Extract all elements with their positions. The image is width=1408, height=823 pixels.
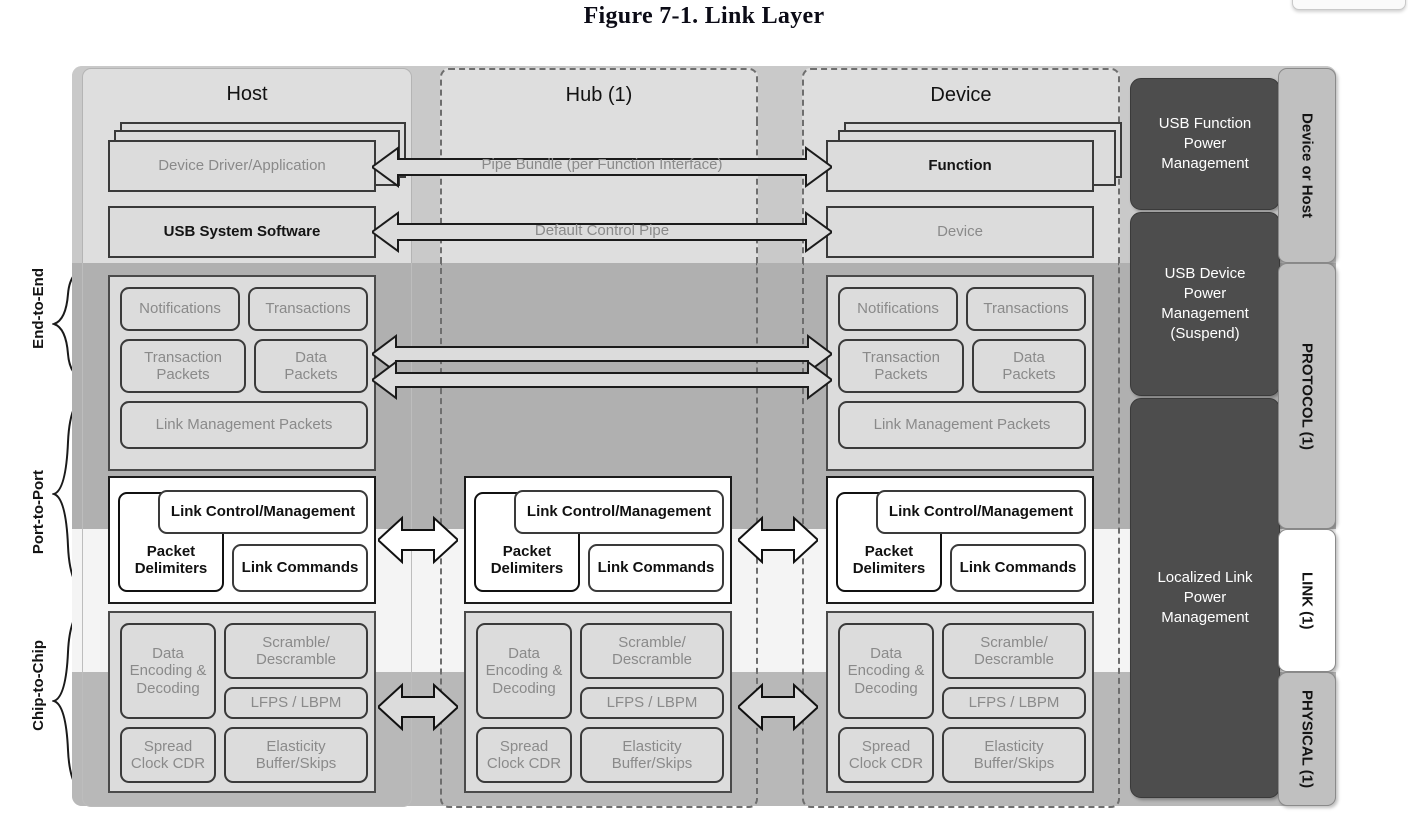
host-lfps-lbpm[interactable]: LFPS / LBPM (224, 687, 368, 719)
host-packet-delimiters-label: Packet Delimiters (134, 542, 208, 577)
device-elasticity-buffer-skips[interactable]: Elasticity Buffer/Skips (942, 727, 1086, 783)
pm-localized-link-power-management[interactable]: Localized Link Power Management (1130, 398, 1280, 798)
arrow-physical-host-hub (378, 681, 458, 733)
hub-elasticity-buffer-skips[interactable]: Elasticity Buffer/Skips (580, 727, 724, 783)
arrow-pipe-bundle (372, 142, 832, 192)
brace-end-to-end (52, 264, 98, 384)
right-tab-device-or-host[interactable]: Device or Host (1278, 68, 1336, 263)
host-device-driver-application[interactable]: Device Driver/Application (108, 140, 376, 192)
arrow-physical-hub-device (738, 681, 818, 733)
right-tab-device-or-host-label: Device or Host (1298, 112, 1316, 219)
hub-lfps-lbpm[interactable]: LFPS / LBPM (580, 687, 724, 719)
host-data-encoding-label: Data Encoding & Decoding (129, 645, 207, 697)
right-tab-physical[interactable]: PHYSICAL (1) (1278, 672, 1336, 806)
page-title: Figure 7-1. Link Layer (583, 3, 825, 29)
hub-scramble-descramble[interactable]: Scramble/ Descramble (580, 623, 724, 679)
right-tab-link-label: LINK (1) (1298, 571, 1316, 630)
arrow-link-host-hub (378, 514, 458, 566)
right-tab-protocol-label: PROTOCOL (1) (1298, 342, 1316, 450)
right-tab-physical-label: PHYSICAL (1) (1298, 689, 1316, 789)
pm-device-label: USB Device Power Management (Suspend) (1161, 264, 1249, 343)
device-data-packets[interactable]: Data Packets (972, 339, 1086, 393)
device-scramble-descramble[interactable]: Scramble/ Descramble (942, 623, 1086, 679)
device-notifications[interactable]: Notifications (838, 287, 958, 331)
pm-usb-function-power-management[interactable]: USB Function Power Management (1130, 78, 1280, 210)
host-link-commands[interactable]: Link Commands (232, 544, 368, 592)
host-data-packets[interactable]: Data Packets (254, 339, 368, 393)
host-scramble-descramble[interactable]: Scramble/ Descramble (224, 623, 368, 679)
host-link-control-management[interactable]: Link Control/Management (158, 490, 368, 534)
host-transactions[interactable]: Transactions (248, 287, 368, 331)
device-link-management-packets[interactable]: Link Management Packets (838, 401, 1086, 449)
device-data-encoding-label: Data Encoding & Decoding (847, 645, 925, 697)
hub-elasticity-label: Elasticity Buffer/Skips (611, 737, 693, 772)
brace-chip-to-chip (52, 602, 98, 800)
device-elasticity-label: Elasticity Buffer/Skips (973, 737, 1055, 772)
device-transaction-packets-label: Transaction Packets (862, 348, 940, 383)
device-transaction-packets[interactable]: Transaction Packets (838, 339, 964, 393)
host-link-management-packets[interactable]: Link Management Packets (120, 401, 368, 449)
hub-data-encoding-label: Data Encoding & Decoding (485, 645, 563, 697)
corner-widget[interactable] (1292, 0, 1406, 10)
hub-scramble-label: Scramble/ Descramble (611, 633, 693, 668)
arrow-protocol-lower (372, 358, 832, 402)
device-spread-clock-label: Spread Clock CDR (848, 737, 924, 772)
arrow-default-control-pipe-label: Default Control Pipe (534, 222, 670, 239)
device-transactions[interactable]: Transactions (966, 287, 1086, 331)
host-data-packets-label: Data Packets (284, 348, 338, 383)
right-tab-protocol[interactable]: PROTOCOL (1) (1278, 263, 1336, 529)
host-notifications[interactable]: Notifications (120, 287, 240, 331)
arrow-pipe-bundle-label: Pipe Bundle (per Function Interface) (481, 156, 723, 173)
hub-packet-delimiters-label: Packet Delimiters (490, 542, 564, 577)
pm-usb-device-power-management[interactable]: USB Device Power Management (Suspend) (1130, 212, 1280, 396)
column-hub-title: Hub (1) (440, 68, 758, 124)
host-elasticity-label: Elasticity Buffer/Skips (255, 737, 337, 772)
host-usb-system-software[interactable]: USB System Software (108, 206, 376, 258)
device-scramble-label: Scramble/ Descramble (973, 633, 1055, 668)
device-function[interactable]: Function (826, 140, 1094, 192)
device-data-packets-label: Data Packets (1002, 348, 1056, 383)
device-link-control-management[interactable]: Link Control/Management (876, 490, 1086, 534)
pm-link-label: Localized Link Power Management (1157, 568, 1253, 627)
host-elasticity-buffer-skips[interactable]: Elasticity Buffer/Skips (224, 727, 368, 783)
device-link-container: Packet Delimiters Link Control/Managemen… (826, 476, 1094, 604)
right-tab-link[interactable]: LINK (1) (1278, 529, 1336, 672)
hub-spread-clock-label: Spread Clock CDR (486, 737, 562, 772)
device-protocol-container: Notifications Transactions Transaction P… (826, 275, 1094, 471)
host-link-container: Packet Delimiters Link Control/Managemen… (108, 476, 376, 604)
device-lfps-lbpm[interactable]: LFPS / LBPM (942, 687, 1086, 719)
device-physical-container: Data Encoding & Decoding Scramble/ Descr… (826, 611, 1094, 793)
host-spread-clock-cdr[interactable]: Spread Clock CDR (120, 727, 216, 783)
column-device-title: Device (802, 68, 1120, 124)
device-link-commands[interactable]: Link Commands (950, 544, 1086, 592)
host-transaction-packets[interactable]: Transaction Packets (120, 339, 246, 393)
host-transaction-packets-label: Transaction Packets (144, 348, 222, 383)
brace-label-chip-to-chip: Chip-to-Chip (29, 640, 47, 731)
arrow-link-hub-device (738, 514, 818, 566)
device-spread-clock-cdr[interactable]: Spread Clock CDR (838, 727, 934, 783)
brace-label-port-to-port: Port-to-Port (29, 470, 47, 555)
hub-spread-clock-cdr[interactable]: Spread Clock CDR (476, 727, 572, 783)
host-scramble-label: Scramble/ Descramble (255, 633, 337, 668)
device-packet-delimiters-label: Packet Delimiters (852, 542, 926, 577)
hub-data-encoding-decoding[interactable]: Data Encoding & Decoding (476, 623, 572, 719)
brace-port-to-port (52, 390, 98, 598)
host-data-encoding-decoding[interactable]: Data Encoding & Decoding (120, 623, 216, 719)
host-physical-container: Data Encoding & Decoding Scramble/ Descr… (108, 611, 376, 793)
host-spread-clock-label: Spread Clock CDR (130, 737, 206, 772)
device-data-encoding-decoding[interactable]: Data Encoding & Decoding (838, 623, 934, 719)
hub-link-control-management[interactable]: Link Control/Management (514, 490, 724, 534)
arrow-default-control-pipe (372, 207, 832, 257)
brace-label-end-to-end: End-to-End (29, 268, 47, 349)
hub-physical-container: Data Encoding & Decoding Scramble/ Descr… (464, 611, 732, 793)
hub-link-container: Packet Delimiters Link Control/Managemen… (464, 476, 732, 604)
pm-function-label: USB Function Power Management (1158, 114, 1252, 173)
hub-link-commands[interactable]: Link Commands (588, 544, 724, 592)
device-device[interactable]: Device (826, 206, 1094, 258)
host-protocol-container: Notifications Transactions Transaction P… (108, 275, 376, 471)
diagram-frame: Host Hub (1) Device Device Driver/Applic… (72, 66, 1336, 808)
column-host-title: Host (82, 68, 412, 123)
